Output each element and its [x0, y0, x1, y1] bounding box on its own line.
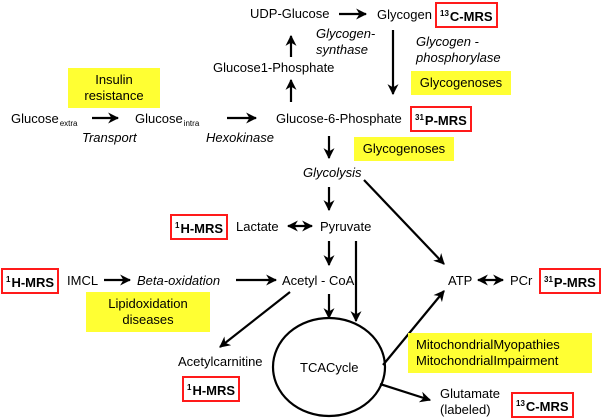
glycolysis: Glycolysis: [303, 165, 362, 180]
arrow-tca-to-glutamate: [379, 382, 432, 403]
pcr: PCr: [510, 273, 533, 288]
mrs-label: P-MRS: [424, 113, 467, 128]
mitochondrial-myopathies-label: MitochondrialMyopathies: [416, 337, 560, 352]
pyruvate: Pyruvate: [320, 219, 372, 234]
glycogen-phosphorylase-line2: phosphorylase: [416, 50, 501, 65]
glycogen-synthase-line2: synthase: [316, 42, 369, 57]
mitochondrial-impairment-label: MitochondrialImpairment: [416, 353, 559, 368]
mrs-isotope: 1: [187, 383, 192, 392]
mrs-label: C-MRS: [525, 399, 569, 414]
glucose-intra: Glucoseintra: [135, 111, 199, 131]
enzyme-hexokinase: Hexokinase: [206, 130, 274, 145]
glucose-extra-base: Glucose: [11, 111, 59, 126]
glucose-6-phosphate: Glucose-6-Phosphate: [276, 111, 402, 126]
mrs-isotope: 31: [415, 113, 424, 122]
lipidoxidation-line2: diseases: [122, 312, 174, 327]
highlight-lipidoxidation-diseases: Lipidoxidation diseases: [86, 292, 210, 332]
imcl: IMCL: [67, 273, 99, 288]
enzyme-transport: Transport: [82, 130, 137, 145]
insulin-resistance-line1: Insulin: [95, 72, 133, 87]
glycogen: Glycogen: [377, 7, 432, 22]
mrs-1h-acetylcarnitine: 1H-MRS: [182, 376, 241, 402]
mrs-isotope: 31: [544, 275, 553, 284]
lipidoxidation-line1: Lipidoxidation: [108, 296, 188, 311]
mrs-isotope: 1: [175, 221, 180, 230]
arrow-acetylcoa-to-acetylcarnitine: [219, 291, 291, 348]
acetyl-coa: Acetyl - CoA: [282, 273, 355, 288]
arrow-glycolysis-to-atp: [363, 179, 445, 265]
mrs-13c-glycogen: 13C-MRS: [435, 2, 498, 28]
mrs-1h-lactate: 1H-MRS: [170, 214, 229, 240]
glutamate: Glutamate: [440, 386, 500, 401]
glucose-extra-sub: extra: [59, 119, 78, 128]
beta-oxidation: Beta-oxidation: [137, 273, 221, 288]
glycogen-synthase-line1: Glycogen-: [316, 26, 376, 41]
glycogenoses-lower-label: Glycogenoses: [362, 141, 446, 156]
mrs-label: H-MRS: [11, 275, 55, 290]
mrs-isotope: 13: [440, 9, 449, 18]
enzyme-glycogen-phosphorylase: Glycogen - phosphorylase: [416, 34, 501, 66]
acetylcarnitine: Acetylcarnitine: [178, 354, 263, 369]
lactate: Lactate: [236, 219, 279, 234]
atp: ATP: [448, 273, 473, 288]
arrow-tca-to-atp: [382, 290, 445, 366]
highlight-glycogenoses-lower: Glycogenoses: [354, 137, 454, 161]
glycogenoses-upper-label: Glycogenoses: [419, 75, 503, 90]
mrs-label: C-MRS: [449, 9, 493, 24]
mrs-label: H-MRS: [180, 221, 224, 236]
insulin-resistance-line2: resistance: [84, 88, 144, 103]
highlight-insulin-resistance: Insulin resistance: [68, 68, 160, 108]
glycogen-phosphorylase-line1: Glycogen -: [416, 34, 479, 49]
glucose-1-phosphate: Glucose1-Phosphate: [213, 60, 335, 75]
mrs-isotope: 13: [516, 399, 525, 408]
udp-glucose: UDP-Glucose: [250, 6, 330, 21]
highlight-mitochondrial: MitochondrialMyopathies MitochondrialImp…: [408, 333, 592, 373]
mrs-31p-pcr: 31P-MRS: [539, 268, 601, 294]
enzyme-glycogen-synthase: Glycogen- synthase: [316, 26, 375, 58]
glutamate-labeled-note: (labeled): [440, 402, 491, 417]
highlight-glycogenoses-upper: Glycogenoses: [411, 71, 511, 95]
glucose-intra-sub: intra: [183, 119, 200, 128]
mrs-isotope: 1: [6, 275, 11, 284]
tca-cycle-circle: [271, 316, 387, 418]
mrs-1h-imcl: 1H-MRS: [1, 268, 60, 294]
mrs-31p-glucose-6-phosphate: 31P-MRS: [410, 106, 472, 132]
mrs-label: P-MRS: [553, 275, 596, 290]
tca-cycle: TCACycle: [300, 360, 359, 375]
mrs-label: H-MRS: [192, 383, 236, 398]
mrs-13c-glutamate: 13C-MRS: [511, 392, 574, 418]
glucose-intra-base: Glucose: [135, 111, 183, 126]
glucose-extra: Glucoseextra: [11, 111, 78, 131]
